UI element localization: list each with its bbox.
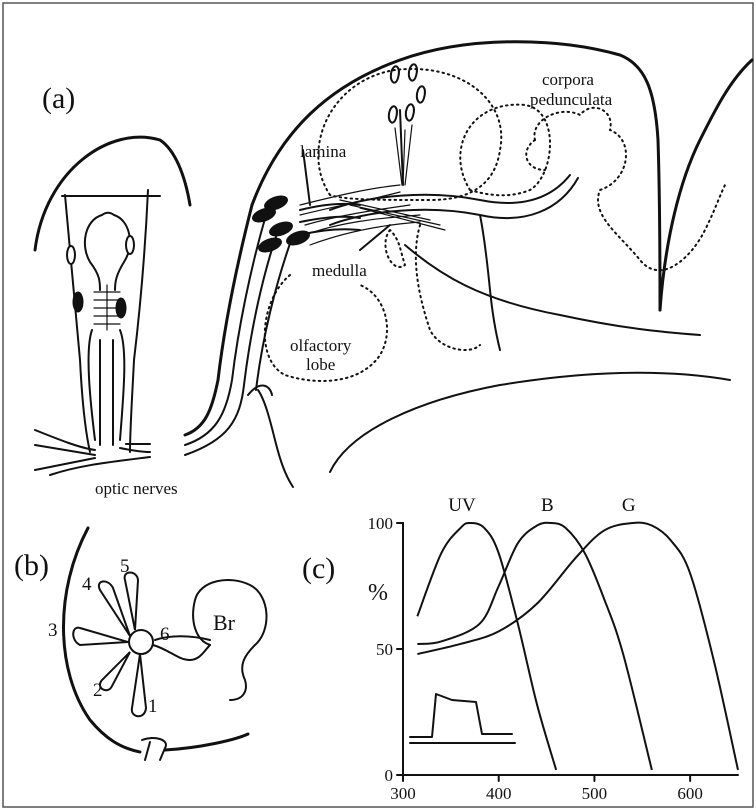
series-label-b: B [541,495,554,516]
olfactory-label-line1: olfactory [290,336,352,355]
y-tick-label: 50 [376,640,393,659]
eye-center [129,630,153,654]
panel-c-label: (c) [302,552,335,585]
series-label-g: G [622,495,636,516]
brain-section: lamina medulla olfactory lobe corpora pe… [185,42,752,487]
brain-label: Br [213,610,236,635]
photoreceptor-4-label: 4 [82,574,92,595]
y-tick-label: 0 [385,766,394,785]
panel-b-label: (b) [14,549,49,582]
y-unit-label: % [368,580,388,606]
panel-b: (b) 5 4 3 2 1 6 Br [14,528,266,760]
series-label-uv: UV [448,495,476,516]
head-schematic: optic nerves [35,137,190,498]
x-tick-label: 500 [582,784,608,803]
chart-ticks: 300 400 500 600 0 50 100 [368,514,703,803]
corpora-label-line2: pedunculata [530,90,613,109]
panel-c-chart: (c) % 300 400 500 600 0 50 100 UV B G [302,495,738,803]
series-line-uv [417,523,556,770]
photoreceptor-5-label: 5 [120,556,130,577]
panel-a: (a) optic nerves [35,42,752,498]
chart-series [417,523,738,770]
chart-axis-lines [403,523,738,775]
panel-a-label: (a) [42,82,75,115]
optic-nerves-label: optic nerves [95,479,178,498]
olfactory-label-line2: lobe [306,355,335,374]
series-line-g [417,523,738,770]
x-tick-label: 400 [486,784,512,803]
photoreceptor-1-label: 1 [148,696,158,717]
lamina-label: lamina [300,142,347,161]
y-tick-label: 100 [368,514,394,533]
frame-border [3,3,753,807]
corpora-label-line1: corpora [542,70,594,89]
chart-series-labels: UV B G [448,495,636,516]
stimulus-inset [410,694,515,743]
x-tick-label: 600 [677,784,703,803]
photoreceptor-2-label: 2 [93,680,103,701]
chart-axes [403,523,738,775]
x-tick-label: 300 [390,784,416,803]
medulla-label: medulla [312,261,367,280]
photoreceptor-3-label: 3 [48,620,58,641]
photoreceptor-6-label: 6 [160,624,170,645]
